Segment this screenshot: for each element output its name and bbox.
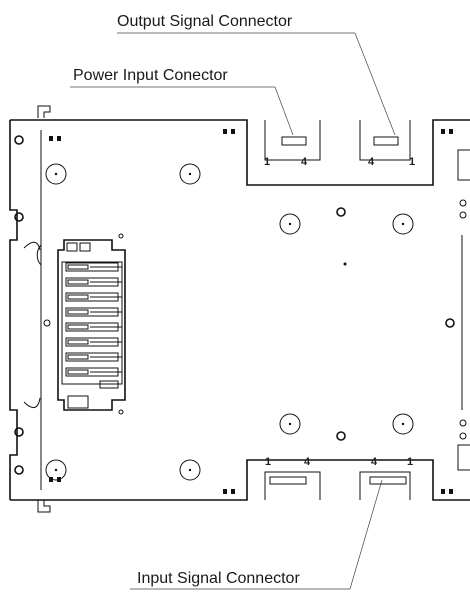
input-pin-bottom-4: 4 (371, 456, 378, 468)
input-leader-line (349, 479, 383, 590)
power-pin-bottom-1: 1 (265, 456, 271, 468)
square-pads (49, 129, 453, 494)
output-pin-top-4: 4 (368, 156, 375, 168)
power-pin-top-1: 1 (264, 156, 270, 168)
output-leader-line (354, 32, 396, 136)
board-outline (9, 119, 470, 501)
side-latch (36, 244, 51, 327)
output-signal-connector-label: Output Signal Connector (117, 13, 293, 30)
input-pin-bottom-1: 1 (407, 456, 413, 468)
mounting-holes (14, 135, 467, 481)
input-signal-connector-label: Input Signal Connector (137, 570, 300, 587)
output-pin-top-1: 1 (409, 156, 415, 168)
power-pin-top-4: 4 (301, 156, 308, 168)
power-input-connector-label: Power Input Conector (73, 67, 228, 84)
din-rail-clips (23, 105, 51, 513)
power-leader-line (274, 86, 294, 136)
terminal-block (57, 239, 126, 411)
upper-connector-window (264, 120, 411, 161)
power-pin-bottom-4: 4 (304, 456, 311, 468)
lower-connector-window (264, 471, 411, 500)
